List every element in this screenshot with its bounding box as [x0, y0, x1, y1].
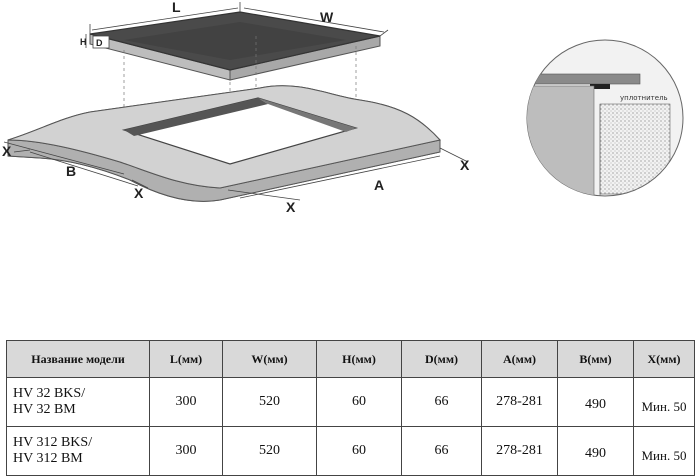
label-A: A: [374, 177, 384, 193]
header-L: L(мм): [149, 340, 223, 378]
table-header-row: Название модели L(мм) W(мм) H(мм) D(мм) …: [6, 340, 695, 378]
cell-A: 278-281: [481, 426, 558, 476]
label-D: D: [96, 38, 103, 48]
dim-W: W: [243, 7, 389, 37]
hob: [89, 11, 381, 81]
cell-X: Мин. 50: [633, 377, 695, 427]
dim-L: L: [89, 0, 241, 34]
label-B: B: [66, 163, 76, 179]
header-X: X(мм): [633, 340, 695, 378]
dim-H-D: H D: [80, 34, 110, 49]
seal-detail: уплотнитель: [526, 39, 684, 197]
cell-A: 278-281: [481, 377, 558, 427]
label-X-bottom: X: [286, 199, 296, 215]
model-line1: HV 312 BKS/: [13, 435, 93, 450]
model-cell: HV 32 BKS/ HV 32 BM: [6, 377, 150, 427]
header-B: B(мм): [557, 340, 634, 378]
header-H: H(мм): [316, 340, 402, 378]
label-W: W: [320, 9, 334, 25]
cell-L: 300: [149, 377, 223, 427]
cell-W: 520: [222, 377, 317, 427]
label-X-front: X: [134, 185, 144, 201]
model-line1: HV 32 BKS/: [13, 386, 86, 401]
cell-B: 490: [557, 377, 634, 427]
installation-diagram: L W H D X B X X A X: [2, 0, 684, 215]
cell-B: 490: [557, 426, 634, 476]
header-D: D(мм): [401, 340, 482, 378]
table-row: HV 312 BKS/ HV 312 BM 300 520 60 66 278-…: [6, 426, 695, 476]
cell-L: 300: [149, 426, 223, 476]
cell-D: 66: [401, 377, 482, 427]
header-W: W(мм): [222, 340, 317, 378]
label-X-right: X: [460, 157, 470, 173]
cell-H: 60: [316, 377, 402, 427]
header-A: A(мм): [481, 340, 558, 378]
label-L: L: [172, 0, 181, 15]
label-X-left: X: [2, 143, 12, 159]
table-row: HV 32 BKS/ HV 32 BM 300 520 60 66 278-28…: [6, 377, 695, 427]
model-cell: HV 312 BKS/ HV 312 BM: [6, 426, 150, 476]
header-model: Название модели: [6, 340, 150, 378]
cell-H: 60: [316, 426, 402, 476]
label-H: H: [80, 37, 87, 47]
model-line2: HV 32 BM: [13, 402, 76, 417]
worktop: [7, 85, 441, 202]
seal-label: уплотнитель: [620, 94, 668, 102]
cell-X: Мин. 50: [633, 426, 695, 476]
spec-table: Название модели L(мм) W(мм) H(мм) D(мм) …: [6, 340, 695, 476]
model-line2: HV 312 BM: [13, 451, 83, 466]
cell-W: 520: [222, 426, 317, 476]
cell-D: 66: [401, 426, 482, 476]
worktop-dimensions: [3, 141, 469, 201]
